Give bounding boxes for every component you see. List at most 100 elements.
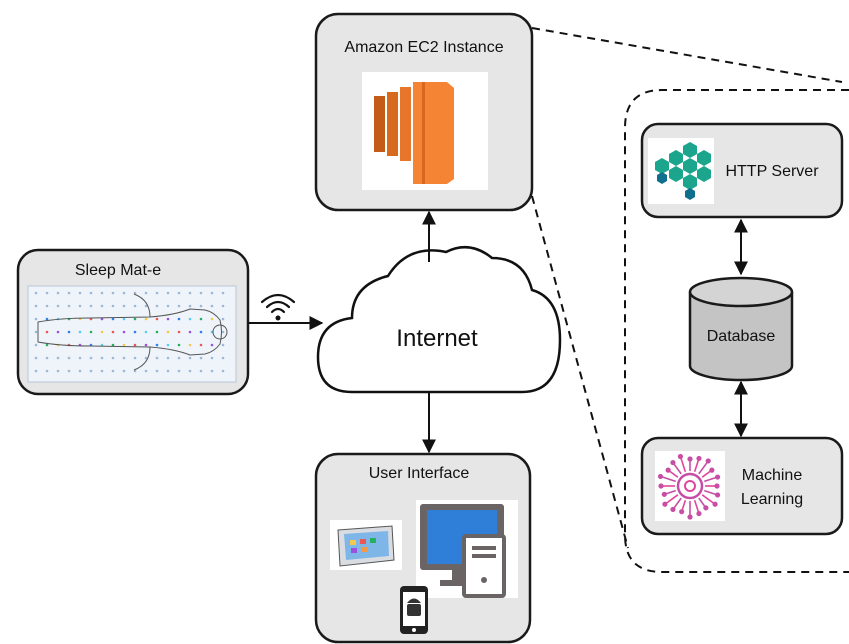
sensor-dot [34,356,38,360]
ml-ray [679,456,687,472]
sensor-dot [177,343,181,347]
sensor-dot [100,304,104,308]
http-server-icon [648,138,714,204]
sensor-dot [100,317,104,321]
android-phone-icon [400,586,428,634]
sensor-dot [133,304,137,308]
ml-ray [701,494,716,505]
sensor-dot [144,330,148,334]
sensor-dot [122,304,126,308]
sensor-dot [100,291,104,295]
http-server-label: HTTP Server [725,163,819,180]
desktop-icon [416,500,518,598]
sensor-dot [210,317,214,321]
ml-node [714,492,721,498]
sensor-dot [166,369,170,373]
sensor-dot [155,356,159,360]
sensor-dot [78,291,82,295]
sensor-dot [89,330,93,334]
sensor-dot [100,343,104,347]
sensor-dot [45,356,49,360]
sensor-dot [133,343,137,347]
sensor-dot [144,317,148,321]
ml-node [709,467,715,473]
sensor-dot [122,317,126,321]
sensor-dot [34,369,38,373]
sensor-dot [221,330,225,334]
ml-node [714,483,720,489]
user-interface-box: User Interface [314,452,532,644]
internet-label: Internet [396,325,478,352]
sensor-dot [155,304,159,308]
sensor-dot [166,330,170,334]
sensor-dot [122,369,126,373]
sensor-dot [111,369,115,373]
sensor-dot [100,356,104,360]
sensor-dot [210,369,214,373]
sensor-dot [78,356,82,360]
sensor-dot [122,330,126,334]
sensor-dot [56,356,60,360]
sensor-dot [221,304,225,308]
sensor-dot [111,304,115,308]
sensor-dot [89,369,93,373]
sensor-dot [67,291,71,295]
http-server-box: HTTP Server [640,122,844,219]
database-label: Database [707,328,776,345]
ec2-title: Amazon EC2 Instance [344,39,503,56]
sensor-dot [67,356,71,360]
ml-node [687,456,693,462]
sensor-dot [34,291,38,295]
sensor-dot [45,304,49,308]
ml-node [696,455,702,462]
sensor-dot [144,291,148,295]
ml-node [670,459,676,466]
ml-node [661,491,667,497]
ml-node [712,501,718,507]
sensor-dot [67,304,71,308]
sensor-dot [166,317,170,321]
sensor-dot [56,291,60,295]
sensor-dot [177,369,181,373]
sensor-dot [177,317,181,321]
sensor-dot [199,356,203,360]
sensor-dot [89,291,93,295]
sensor-dot [210,343,214,347]
ec2-logo-icon [374,82,454,184]
sensor-dot [45,369,49,373]
sensor-dot [122,343,126,347]
machine-learning-label-line2: Learning [741,491,803,508]
sensor-dot [188,330,192,334]
sensor-dot [188,304,192,308]
sensor-dot [166,356,170,360]
sensor-dot [133,356,137,360]
ml-node [665,467,671,473]
sensor-dot [144,343,148,347]
sensor-dot [188,356,192,360]
ml-node [657,473,664,480]
sensor-dot [188,317,192,321]
machine-learning-icon [655,451,725,521]
database-cylinder: Database [688,276,794,382]
ml-node [658,483,664,489]
user-interface-title: User Interface [369,465,470,482]
sensor-dot [221,356,225,360]
ml-node [687,514,693,520]
sensor-dot [122,356,126,360]
sensor-dot [56,330,60,334]
sensor-dot [67,369,71,373]
sensor-dot [166,343,170,347]
ml-node [670,506,676,513]
sensor-dot [199,369,203,373]
sensor-dot [89,304,93,308]
sleep-mat-sensor-grid [34,291,225,373]
sensor-dot [133,317,137,321]
sensor-dot [199,317,203,321]
sensor-dot [111,356,115,360]
ml-node [662,501,668,507]
sleep-mat-title: Sleep Mat-e [75,262,161,279]
sensor-dot [177,291,181,295]
sensor-dot [221,317,225,321]
sensor-dot [188,369,192,373]
